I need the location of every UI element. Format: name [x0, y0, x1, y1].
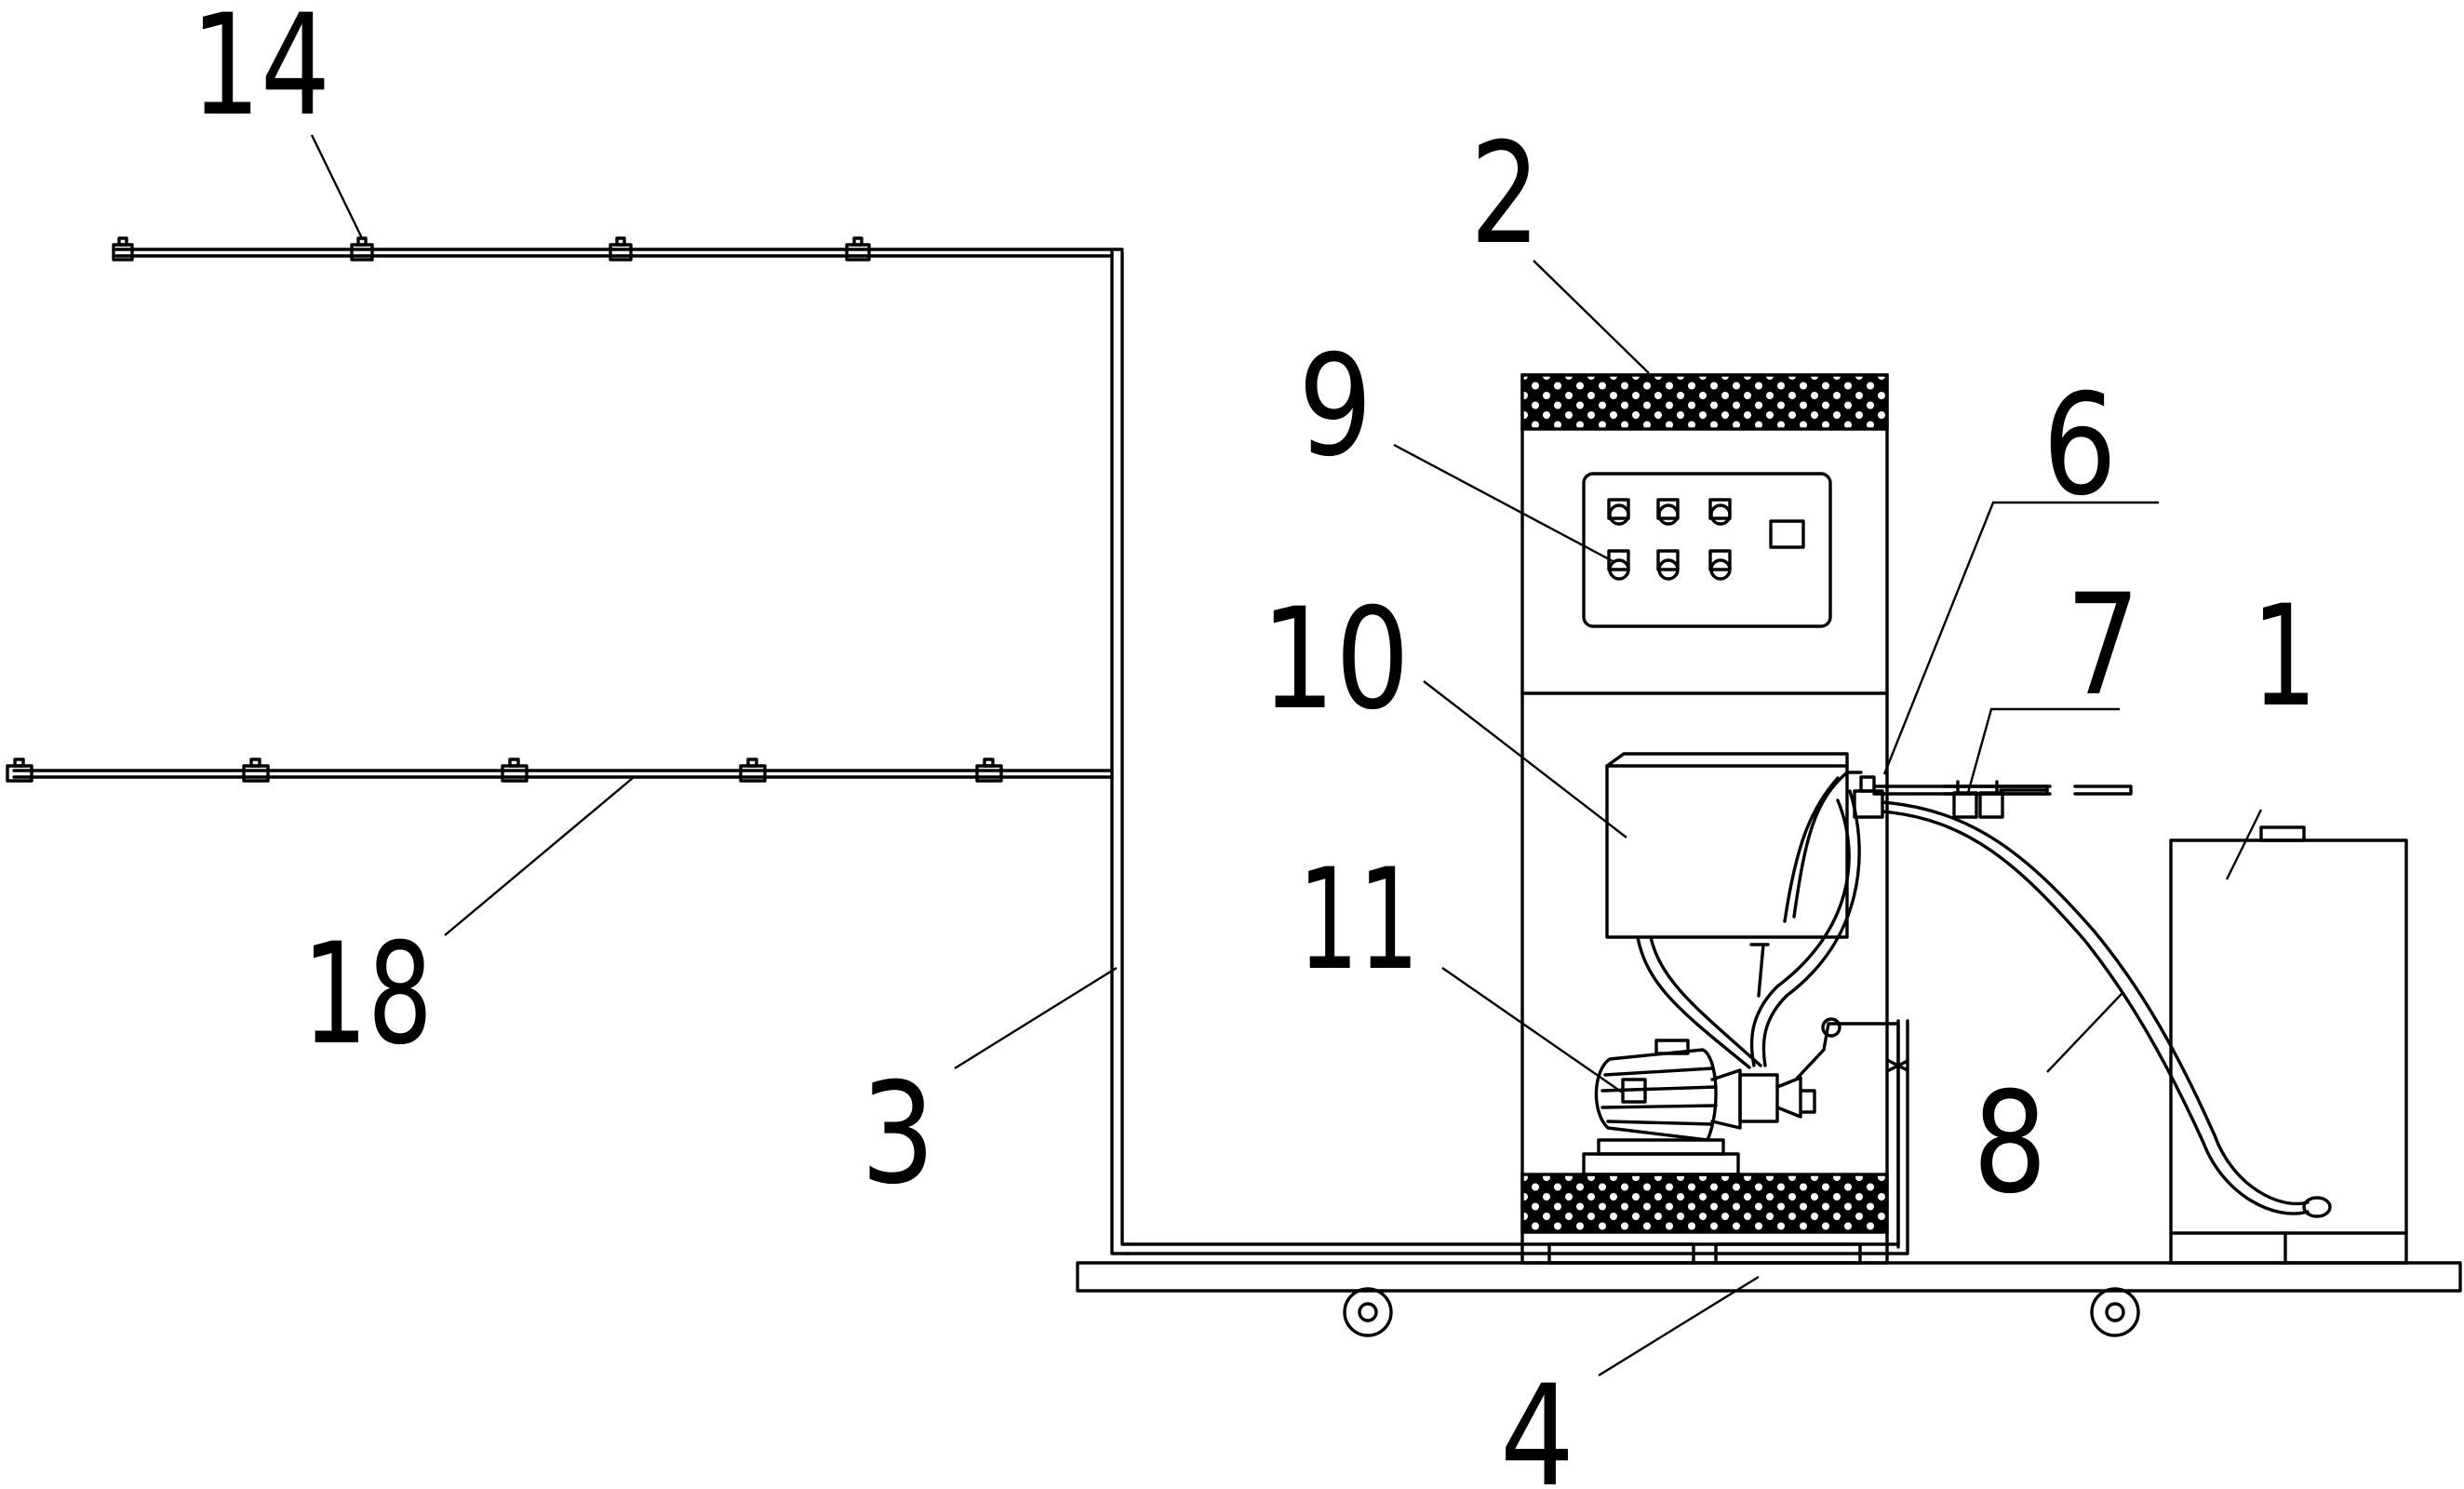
- leader-lines: [310, 134, 2263, 1377]
- nozzle: [739, 758, 767, 783]
- panel-display: [1769, 519, 1805, 549]
- callout-4: 4: [1500, 1356, 1574, 1489]
- liquid-tank: [2169, 825, 2408, 1265]
- upper-spray-branch: [112, 236, 1124, 262]
- pump-motor: [1582, 1017, 1909, 1249]
- cabinet: [1520, 373, 1889, 1265]
- callout-7: 7: [2066, 565, 2140, 727]
- callout-14: 14: [191, 0, 330, 147]
- callout-labels: 14 2 9 10 11 6 7 1 8 18 3 4: [191, 0, 2317, 1489]
- callout-10: 10: [1261, 579, 1410, 741]
- nozzle: [609, 236, 633, 262]
- panel-knob: [1708, 549, 1732, 581]
- top-vent-grille: [1520, 373, 1889, 431]
- panel-knob: [1607, 549, 1630, 581]
- callout-2: 2: [1470, 114, 1540, 275]
- panel-knob: [1656, 549, 1680, 581]
- callout-3: 3: [861, 1053, 935, 1215]
- bottom-vent-grille: [1520, 1173, 1889, 1234]
- control-panel: [1582, 472, 1832, 628]
- nozzle: [975, 758, 1003, 783]
- callout-11: 11: [1298, 839, 1419, 1001]
- lower-spray-branch: [6, 758, 1114, 783]
- nozzle: [242, 758, 270, 783]
- nozzle: [112, 236, 134, 262]
- callout-8: 8: [1973, 1063, 2047, 1225]
- callout-6: 6: [2042, 365, 2117, 527]
- panel-knob: [1708, 498, 1732, 526]
- nozzle: [501, 758, 529, 783]
- wheel-right: [2090, 1287, 2140, 1337]
- callout-18: 18: [302, 914, 433, 1076]
- wheel-left: [1343, 1287, 1393, 1337]
- panel-knob: [1656, 498, 1680, 526]
- nozzle: [6, 758, 33, 783]
- panel-knob: [1607, 498, 1630, 526]
- cart-platform: [1076, 1261, 2462, 1337]
- callout-9: 9: [1298, 326, 1373, 488]
- callout-1: 1: [2252, 576, 2317, 738]
- suction-hose: [1881, 800, 2332, 1218]
- generator-box: [1605, 752, 1861, 1069]
- valve-pair: [1943, 780, 2133, 819]
- nozzle: [845, 236, 871, 262]
